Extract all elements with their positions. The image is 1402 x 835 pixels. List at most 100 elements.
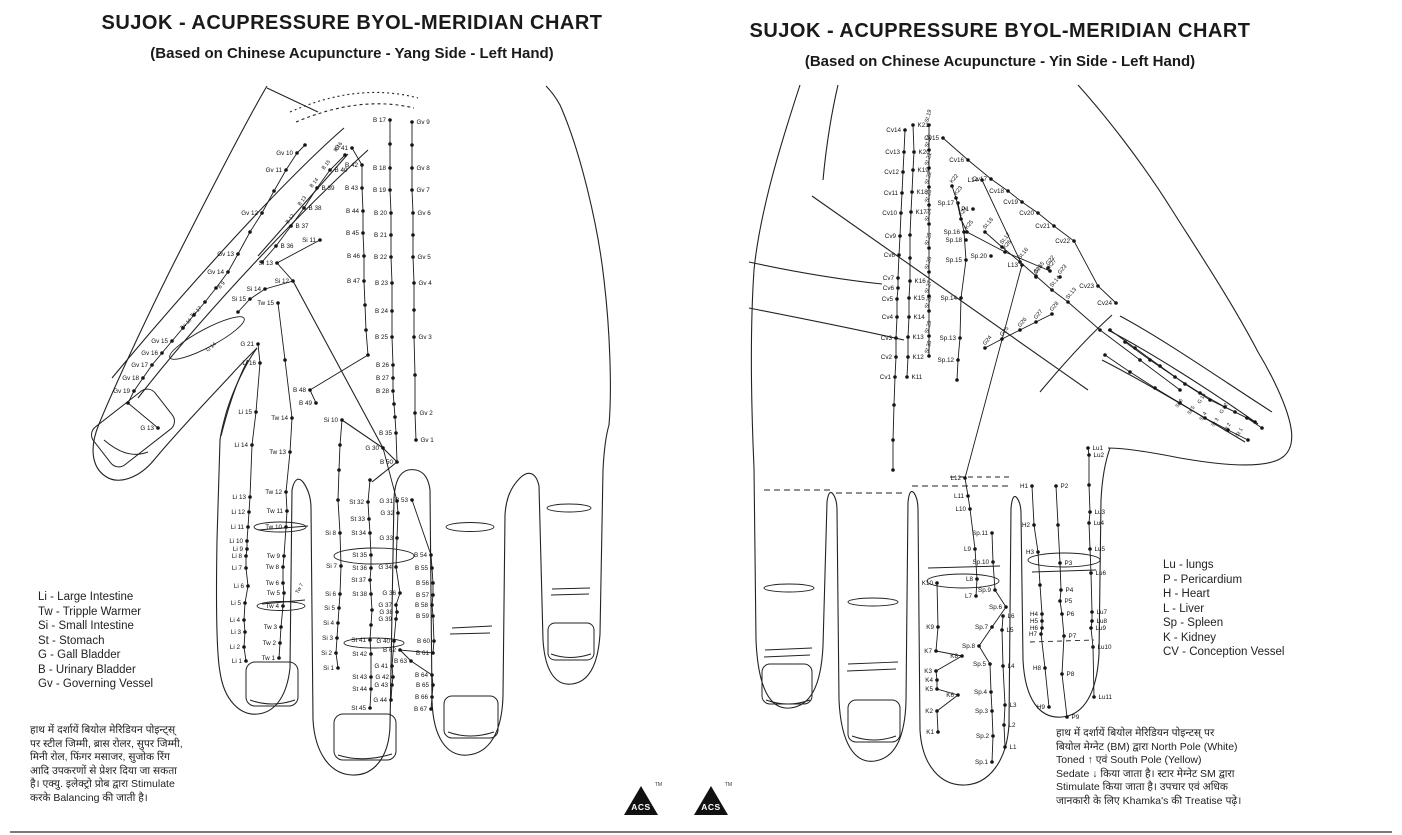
meridian-point [934,649,938,653]
meridian-point [1039,632,1043,636]
meridian-point [285,509,289,513]
meridian-point [910,190,914,194]
meridian-point [248,230,252,234]
meridian-point [1260,426,1264,430]
meridian-point [1020,200,1024,204]
meridian-point-label: B 48 [293,387,306,394]
meridian-point [412,335,416,339]
meridian-point [891,468,895,472]
meridian-point-label: L7 [965,593,973,600]
meridian-point-label: G23 [1057,264,1068,276]
right-hand-nails [761,663,901,743]
meridian-point [366,500,370,504]
meridian-point [906,335,910,339]
meridian-point [1003,250,1007,254]
meridian-point-label: Cv15 [924,135,939,142]
meridian-point [338,531,342,535]
meridian-line [1124,341,1263,429]
meridian-point-label: Gv 16 [141,350,158,357]
meridian-point-label: Gv 18 [122,375,139,382]
meridian-point [281,581,285,585]
meridian-point [276,301,280,305]
meridian-line [964,179,1023,597]
meridian-point-label: L6 [1008,613,1016,620]
meridian-point-label: B 65 [416,682,429,689]
meridian-point [950,184,954,188]
meridian-point-label: Li 7 [232,565,243,572]
meridian-point [394,603,398,607]
meridian-point [337,606,341,610]
meridian-point [1223,405,1227,409]
meridian-point [431,593,435,597]
meridian-point [927,270,931,274]
meridian-point [281,565,285,569]
meridian-point-label: B 13 [297,195,308,207]
meridian-point [927,166,931,170]
meridian-point-label: Tw 1 [262,655,276,662]
meridian-point-label: Li 14 [234,442,248,449]
meridian-point [361,209,365,213]
acs-tm-mark: TM [724,782,732,788]
meridian-point-label: Tw 13 [269,449,286,456]
meridian-point [410,188,414,192]
meridian-line [1087,447,1095,698]
meridian-point [308,388,312,392]
meridian-point [430,695,434,699]
meridian-point [1003,745,1007,749]
meridian-point-label: Si 3 [322,635,333,642]
meridian-point-label: Lu6 [1096,570,1107,577]
meridian-point [214,286,218,290]
left-chart-subtitle: (Based on Chinese Acupuncture - Yang Sid… [150,45,554,62]
meridian-point-label: Gv 10 [276,150,293,157]
meridian-point [966,494,970,498]
meridian-point-label: St 37 [351,577,366,584]
meridian-point-label: St 44 [352,686,367,693]
meridian-point-label: St.21 [924,152,933,166]
meridian-point-label: St 34 [351,530,366,537]
meridian-point-label: Si 7 [326,563,337,570]
meridian-point [246,525,250,529]
meridian-point-label: G 12 [1219,402,1230,415]
meridian-line [389,120,398,463]
meridian-point [391,389,395,393]
meridian-point [1090,610,1094,614]
meridian-point [284,168,288,172]
right-meridian-points: Cv14Cv13Cv12Cv11Cv10Cv9Cv8Cv7Cv6Cv5Cv4Cv… [880,109,1264,766]
meridian-point-label: B 23 [375,280,388,287]
meridian-point [927,185,931,189]
meridian-line [309,147,369,404]
meridian-point [368,638,372,642]
meridian-point [959,217,963,221]
right-chart-subtitle: (Based on Chinese Acupuncture - Yin Side… [804,53,1196,70]
meridian-point [1060,672,1064,676]
meridian-point [369,623,373,627]
meridian-point [336,666,340,670]
meridian-point-label: L4 [1008,663,1016,670]
meridian-point [1058,275,1062,279]
meridian-point [283,358,287,362]
meridian-point [956,358,960,362]
meridian-point-label: Tw 10 [265,524,282,531]
meridian-point [1072,239,1076,243]
acs-logo: ACS TM [692,782,732,816]
meridian-point [243,601,247,605]
meridian-point-label: G 30 [365,445,379,452]
meridian-point-label: B 37 [296,223,309,230]
meridian-point-label: K1 [926,729,934,736]
meridian-point [256,342,260,346]
meridian-point-label: Tw 16 [179,317,193,331]
meridian-point [389,211,393,215]
meridian-point [361,231,365,235]
meridian-point [410,143,414,147]
meridian-point-label: H8 [1033,665,1042,672]
meridian-point [966,158,970,162]
meridian-point-label: K26 [1002,239,1013,250]
meridian-point-label: Li 10 [229,538,243,545]
meridian-point-label: G 39 [378,616,392,623]
meridian-point-label: P4 [1066,587,1074,594]
meridian-point [337,468,341,472]
meridian-point [956,693,960,697]
meridian-point [1173,375,1177,379]
meridian-point [132,389,136,393]
meridian-point [170,339,174,343]
